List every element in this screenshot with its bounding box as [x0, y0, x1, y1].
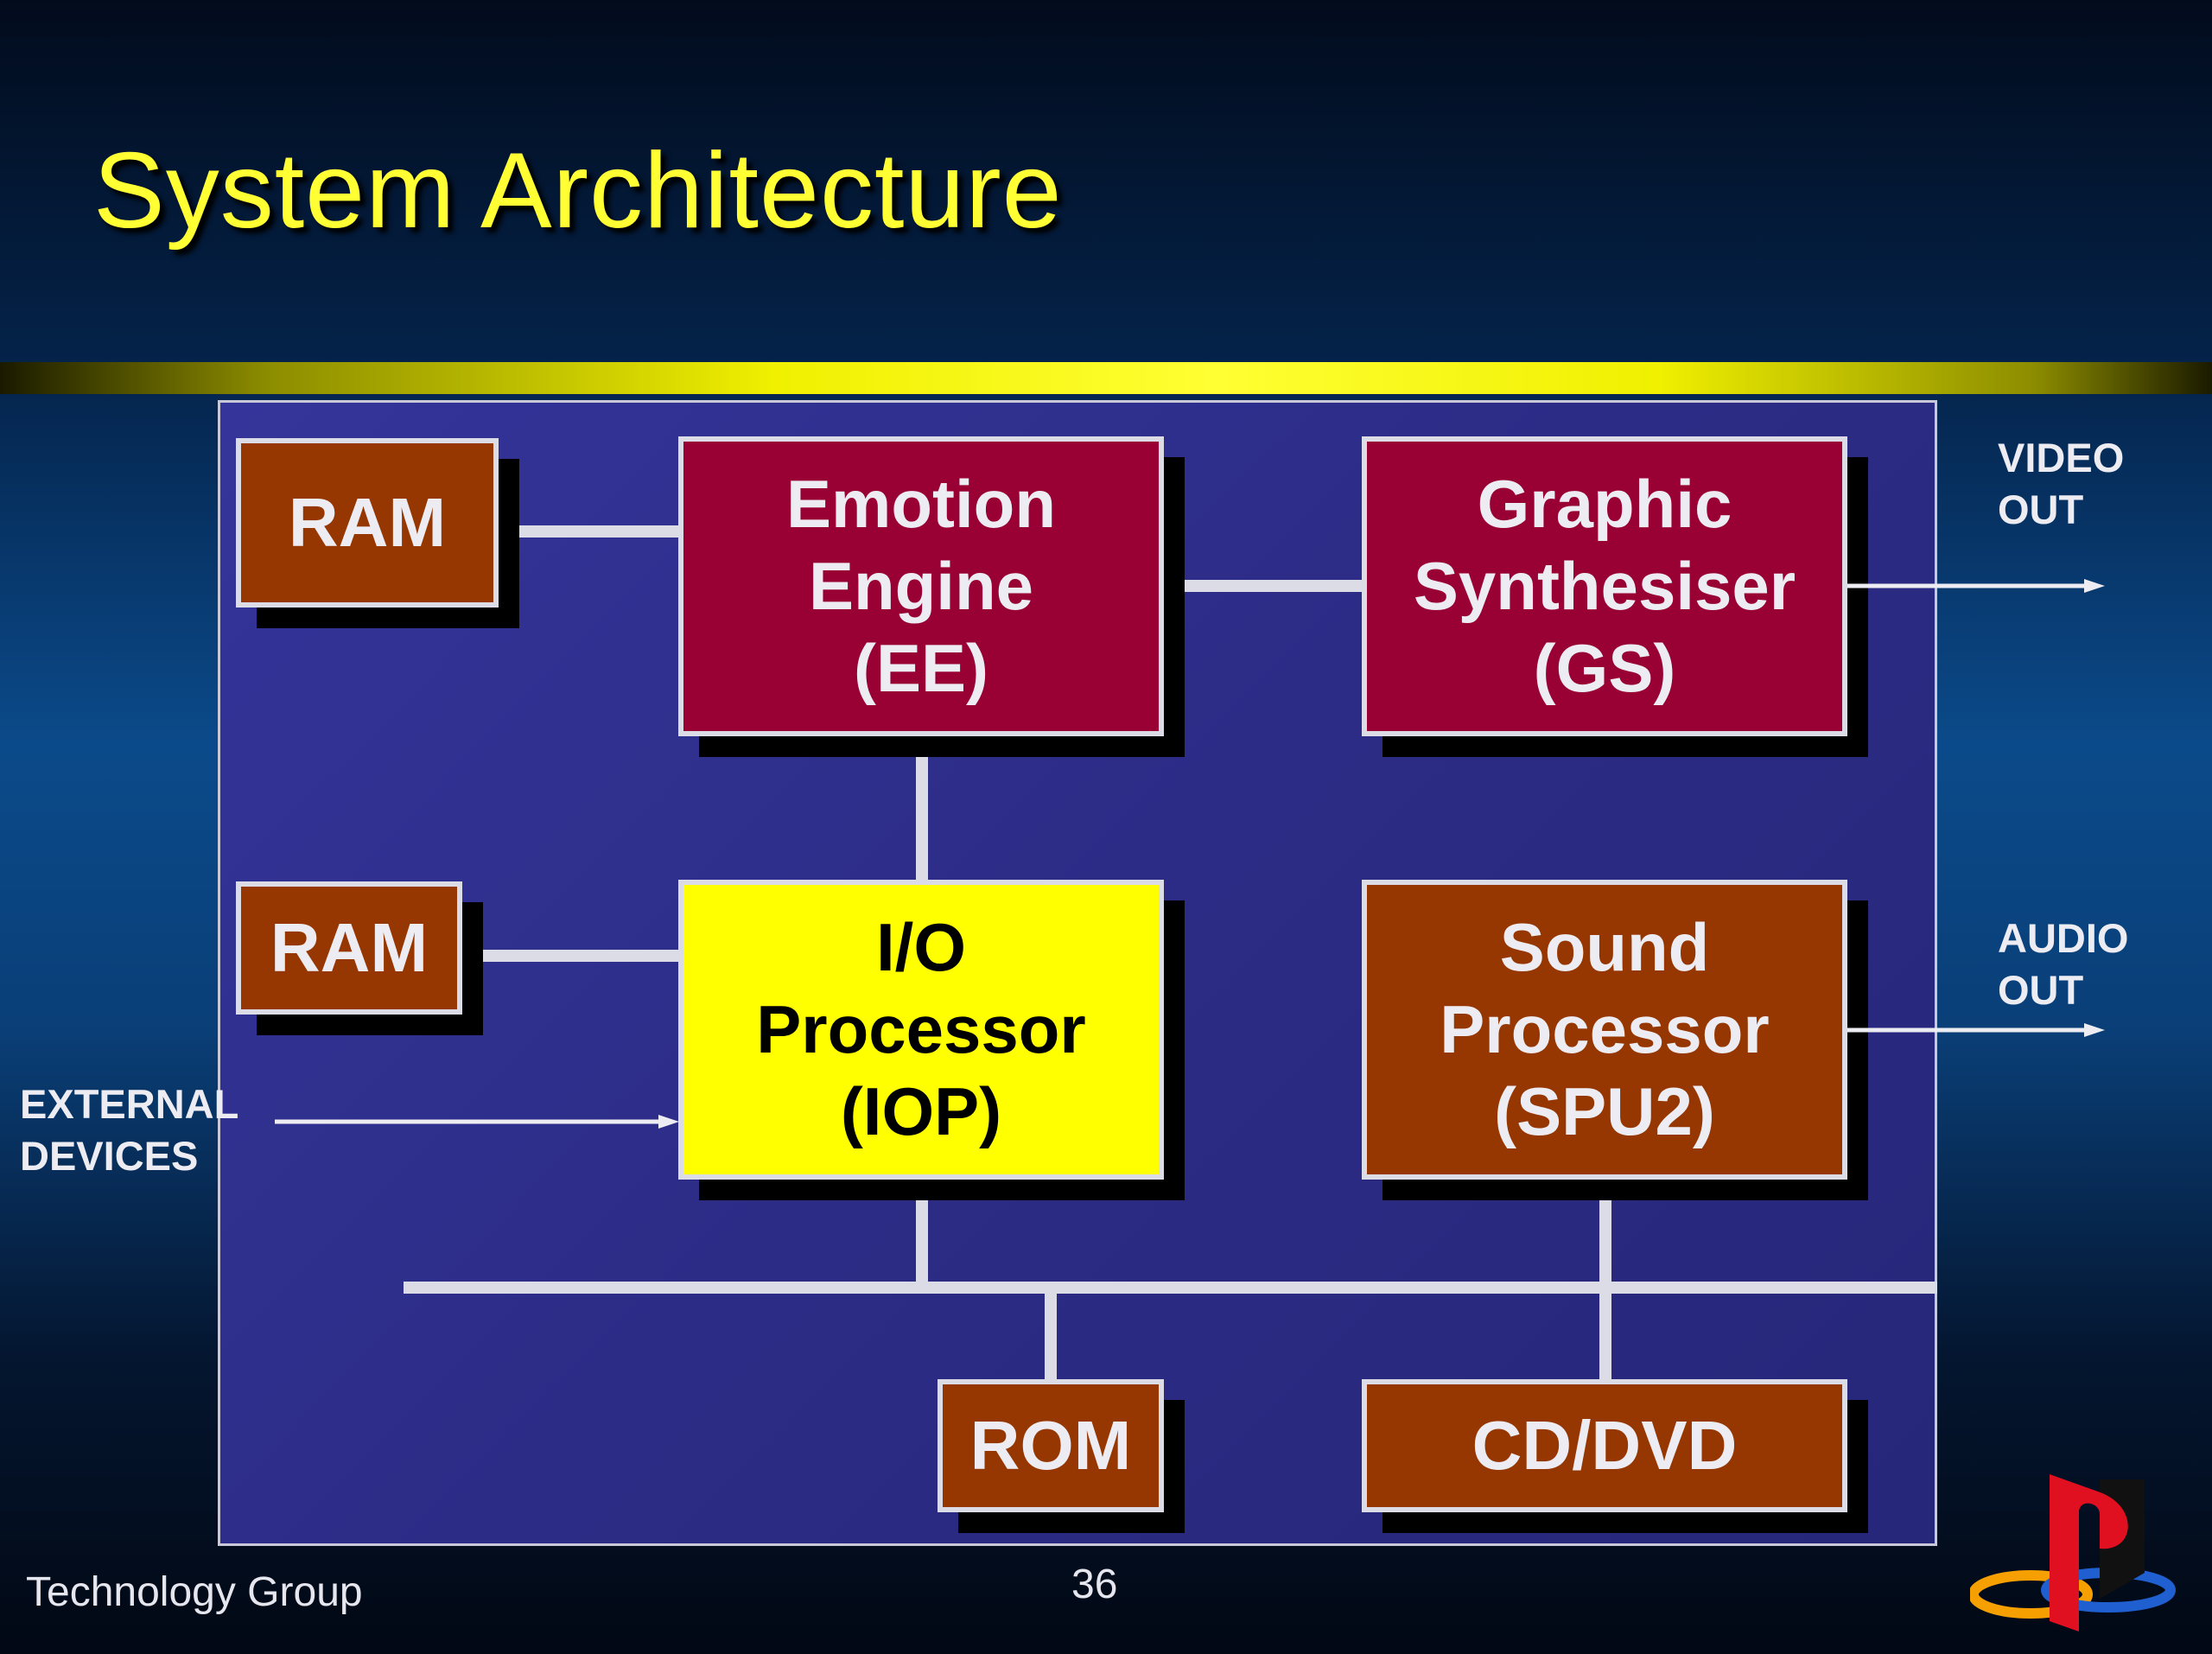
sound-processor-box: Sound Processor (SPU2)	[1362, 880, 1847, 1180]
audio-out-line2: OUT	[1998, 967, 2084, 1013]
ram-top-label: RAM	[288, 484, 447, 562]
graphic-synthesiser-line3: (GS)	[1533, 630, 1676, 707]
rom-label: ROM	[969, 1407, 1132, 1485]
sound-processor-line1: Sound	[1499, 908, 1710, 985]
emotion-engine-line1: Emotion	[786, 465, 1056, 542]
ram-top-box: RAM	[236, 438, 499, 608]
slide-title: System Architecture	[93, 131, 1063, 251]
connector-bus-rom	[1045, 1288, 1057, 1381]
io-processor-box: I/O Processor (IOP)	[678, 880, 1164, 1180]
audio-out-arrowhead	[2084, 1023, 2105, 1037]
external-devices-label: EXTERNAL DEVICES	[20, 1078, 238, 1182]
audio-out-label: AUDIO OUT	[1998, 913, 2128, 1016]
page-number: 36	[1071, 1562, 1118, 1607]
video-out-arrowhead	[2084, 579, 2105, 593]
playstation-logo	[1970, 1474, 2176, 1632]
io-processor-line3: (IOP)	[840, 1073, 1002, 1150]
graphic-synthesiser-line2: Synthesiser	[1413, 547, 1796, 624]
emotion-engine-box: Emotion Engine (EE)	[678, 436, 1164, 736]
ram-bottom-box: RAM	[236, 881, 462, 1015]
rom-box: ROM	[938, 1379, 1164, 1512]
connector-ee-gs	[1163, 580, 1363, 592]
io-processor-line2: Processor	[756, 990, 1086, 1067]
video-out-line2: OUT	[1998, 487, 2084, 532]
emotion-engine-line3: (EE)	[854, 630, 988, 707]
cd-dvd-box: CD/DVD	[1362, 1379, 1847, 1512]
sound-processor-line3: (SPU2)	[1494, 1073, 1715, 1150]
video-out-label: VIDEO OUT	[1998, 432, 2124, 536]
external-devices-line2: DEVICES	[20, 1133, 199, 1179]
footer-group-name: Technology Group	[26, 1569, 363, 1615]
system-bus	[404, 1282, 1937, 1294]
logo-red-p	[2050, 1474, 2128, 1632]
connector-spu2-bus	[1599, 1177, 1611, 1381]
ram-bottom-label: RAM	[270, 909, 429, 987]
graphic-synthesiser-box: Graphic Synthesiser (GS)	[1362, 436, 1847, 736]
external-devices-line1: EXTERNAL	[20, 1081, 239, 1127]
sound-processor-line2: Processor	[1440, 990, 1770, 1067]
audio-out-line1: AUDIO	[1998, 915, 2129, 961]
connector-ram-iop	[461, 950, 682, 962]
connector-iop-bus	[916, 1177, 928, 1288]
logo-orange-arc	[1970, 1570, 2093, 1619]
io-processor-line1: I/O	[875, 908, 966, 985]
cd-dvd-label: CD/DVD	[1471, 1407, 1738, 1485]
title-divider	[0, 362, 2212, 394]
graphic-synthesiser-line1: Graphic	[1477, 465, 1732, 542]
connector-ram-ee	[499, 525, 682, 538]
connector-ee-iop	[916, 735, 928, 881]
emotion-engine-line2: Engine	[808, 547, 1033, 624]
video-out-line1: VIDEO	[1998, 435, 2125, 480]
